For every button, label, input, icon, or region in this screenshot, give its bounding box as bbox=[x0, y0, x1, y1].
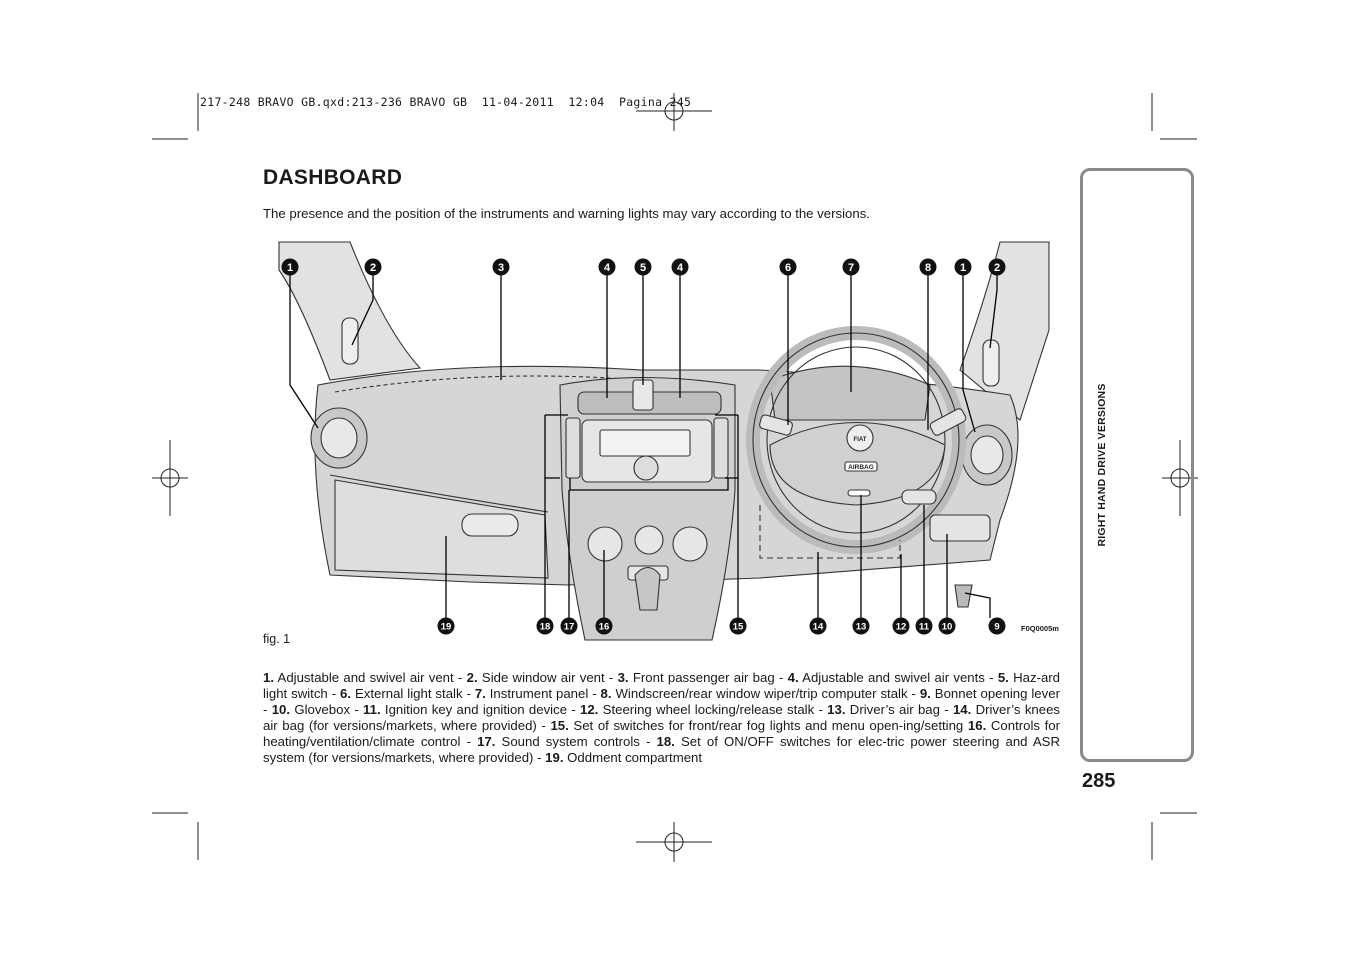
callout-bottom-10-text: 10 bbox=[942, 622, 953, 633]
caption-item-text: Oddment compartment bbox=[563, 750, 703, 765]
caption-item-number: 7. bbox=[474, 686, 486, 701]
caption-item-number: 17. bbox=[477, 734, 496, 749]
callout-top-2-text: 2 bbox=[370, 262, 376, 274]
caption-item-text: Instrument panel - bbox=[485, 686, 601, 701]
caption-item-number: 19. bbox=[545, 750, 564, 765]
dashboard-diagram bbox=[278, 241, 1050, 641]
figure-code: F0Q0005m bbox=[1021, 624, 1059, 633]
caption-item-text: Set of ON/OFF switches for elec-tric pow… bbox=[263, 734, 1061, 765]
callout-bottom-12: 12 bbox=[892, 617, 910, 635]
caption-item-text: External light stalk - bbox=[351, 686, 475, 701]
caption-item-number: 5. bbox=[997, 670, 1009, 685]
callout-bottom-13-text: 13 bbox=[856, 622, 867, 633]
caption-item-number: 15. bbox=[550, 718, 569, 733]
callout-bottom-16-text: 16 bbox=[599, 622, 610, 633]
callout-top-1: 1 bbox=[281, 258, 299, 276]
callout-top-2: 2 bbox=[364, 258, 382, 276]
callout-bottom-16: 16 bbox=[595, 617, 613, 635]
caption-item-number: 2. bbox=[466, 670, 478, 685]
callout-bottom-11: 11 bbox=[915, 617, 933, 635]
callout-bottom-13: 13 bbox=[852, 617, 870, 635]
callout-bottom-15: 15 bbox=[729, 617, 747, 635]
callout-bottom-14-text: 14 bbox=[813, 622, 824, 633]
figure-label: fig. 1 bbox=[263, 632, 291, 646]
caption-item-text: Steering wheel locking/release stalk - bbox=[598, 702, 828, 717]
callout-bottom-19-text: 19 bbox=[441, 622, 452, 633]
callout-top-1-text: 1 bbox=[287, 262, 293, 274]
caption-item-text: Driver’s air bag - bbox=[845, 702, 953, 717]
callout-top-3: 3 bbox=[492, 258, 510, 276]
airbag-label-text: AIRBAG bbox=[848, 464, 874, 471]
caption-item-number: 18. bbox=[656, 734, 675, 749]
callout-bottom-17: 17 bbox=[560, 617, 578, 635]
caption-item-text: Driver’s knees air bag (for versions/mar… bbox=[263, 702, 1061, 733]
callout-top-4b: 4 bbox=[671, 258, 689, 276]
callout-top-8: 8 bbox=[919, 258, 937, 276]
callout-bottom-17-text: 17 bbox=[564, 622, 575, 633]
callout-top-3-text: 3 bbox=[498, 262, 504, 274]
callout-top-2b: 2 bbox=[988, 258, 1006, 276]
caption-item-text: Glovebox - bbox=[290, 702, 364, 717]
caption-item-number: 9. bbox=[919, 686, 931, 701]
caption-item-text: Ignition key and ignition device - bbox=[380, 702, 581, 717]
caption-item-text: Set of switches for front/rear fog light… bbox=[568, 718, 968, 733]
caption-item-text: Sound system controls - bbox=[495, 734, 657, 749]
caption-item-number: 14. bbox=[952, 702, 972, 717]
caption-item-number: 1. bbox=[263, 670, 274, 685]
callout-bottom-11-text: 11 bbox=[919, 622, 930, 633]
callout-bottom-12-text: 12 bbox=[896, 622, 907, 633]
callout-top-8-text: 8 bbox=[925, 262, 931, 274]
caption-item-number: 4. bbox=[787, 670, 799, 685]
page-title: DASHBOARD bbox=[263, 166, 403, 189]
callout-bottom-19: 19 bbox=[437, 617, 455, 635]
intro-text: The presence and the position of the ins… bbox=[263, 206, 870, 221]
callout-bottom-10: 10 bbox=[938, 617, 956, 635]
caption-item-number: 12. bbox=[580, 702, 599, 717]
leader-lines bbox=[289, 274, 998, 618]
callout-top-1b-text: 1 bbox=[960, 262, 966, 274]
side-tab bbox=[1080, 168, 1194, 762]
caption-item-text: Adjustable and swivel air vents - bbox=[798, 670, 998, 685]
callout-top-6-text: 6 bbox=[785, 262, 791, 274]
caption-item-text: Front passenger air bag - bbox=[628, 670, 788, 685]
caption-item-text: Windscreen/rear window wiper/trip comput… bbox=[611, 686, 920, 701]
print-slug: 217-248 BRAVO GB.qxd:213-236 BRAVO GB 11… bbox=[200, 95, 692, 109]
callout-top-4a-text: 4 bbox=[604, 262, 611, 274]
figure-caption: 1. Adjustable and swivel air vent - 2. S… bbox=[263, 670, 1060, 766]
registration-marks bbox=[152, 93, 1198, 862]
callout-bottom-15-text: 15 bbox=[733, 622, 744, 633]
callout-top-7: 7 bbox=[842, 258, 860, 276]
crop-marks bbox=[152, 93, 1197, 860]
callout-bottom-9-text: 9 bbox=[994, 622, 999, 633]
callout-top-6: 6 bbox=[779, 258, 797, 276]
steering-logo-text: FIAT bbox=[854, 437, 867, 443]
caption-item-number: 8. bbox=[600, 686, 612, 701]
caption-item-number: 11. bbox=[363, 702, 381, 717]
callout-top-1b: 1 bbox=[954, 258, 972, 276]
caption-item-text: Controls for heating/ventilation/climate… bbox=[263, 718, 1060, 749]
caption-item-number: 3. bbox=[617, 670, 629, 685]
callout-top-5: 5 bbox=[634, 258, 652, 276]
callout-top-4a: 4 bbox=[598, 258, 616, 276]
callout-bottom-18: 18 bbox=[536, 617, 554, 635]
caption-item-text: Bonnet opening lever - bbox=[263, 686, 1060, 717]
side-tab-label: RIGHT HAND DRIVE VERSIONS bbox=[1096, 383, 1108, 547]
caption-item-text: Adjustable and swivel air vent - bbox=[274, 670, 467, 685]
callout-bottom-18-text: 18 bbox=[540, 622, 551, 633]
callout-top-2b-text: 2 bbox=[994, 262, 1000, 274]
callout-top-4b-text: 4 bbox=[677, 262, 684, 274]
caption-item-text: Side window air vent - bbox=[477, 670, 618, 685]
caption-item-number: 10. bbox=[271, 702, 291, 717]
callout-bottom-14: 14 bbox=[809, 617, 827, 635]
callout-top-5-text: 5 bbox=[640, 262, 646, 274]
caption-item-number: 16. bbox=[967, 718, 987, 733]
caption-item-text: Haz-ard light switch - bbox=[263, 670, 1060, 701]
page-number: 285 bbox=[1082, 770, 1116, 792]
callout-bottom-9: 9 bbox=[988, 617, 1006, 635]
caption-item-number: 6. bbox=[340, 686, 352, 701]
caption-item-number: 13. bbox=[827, 702, 846, 717]
callout-top-7-text: 7 bbox=[848, 262, 854, 274]
